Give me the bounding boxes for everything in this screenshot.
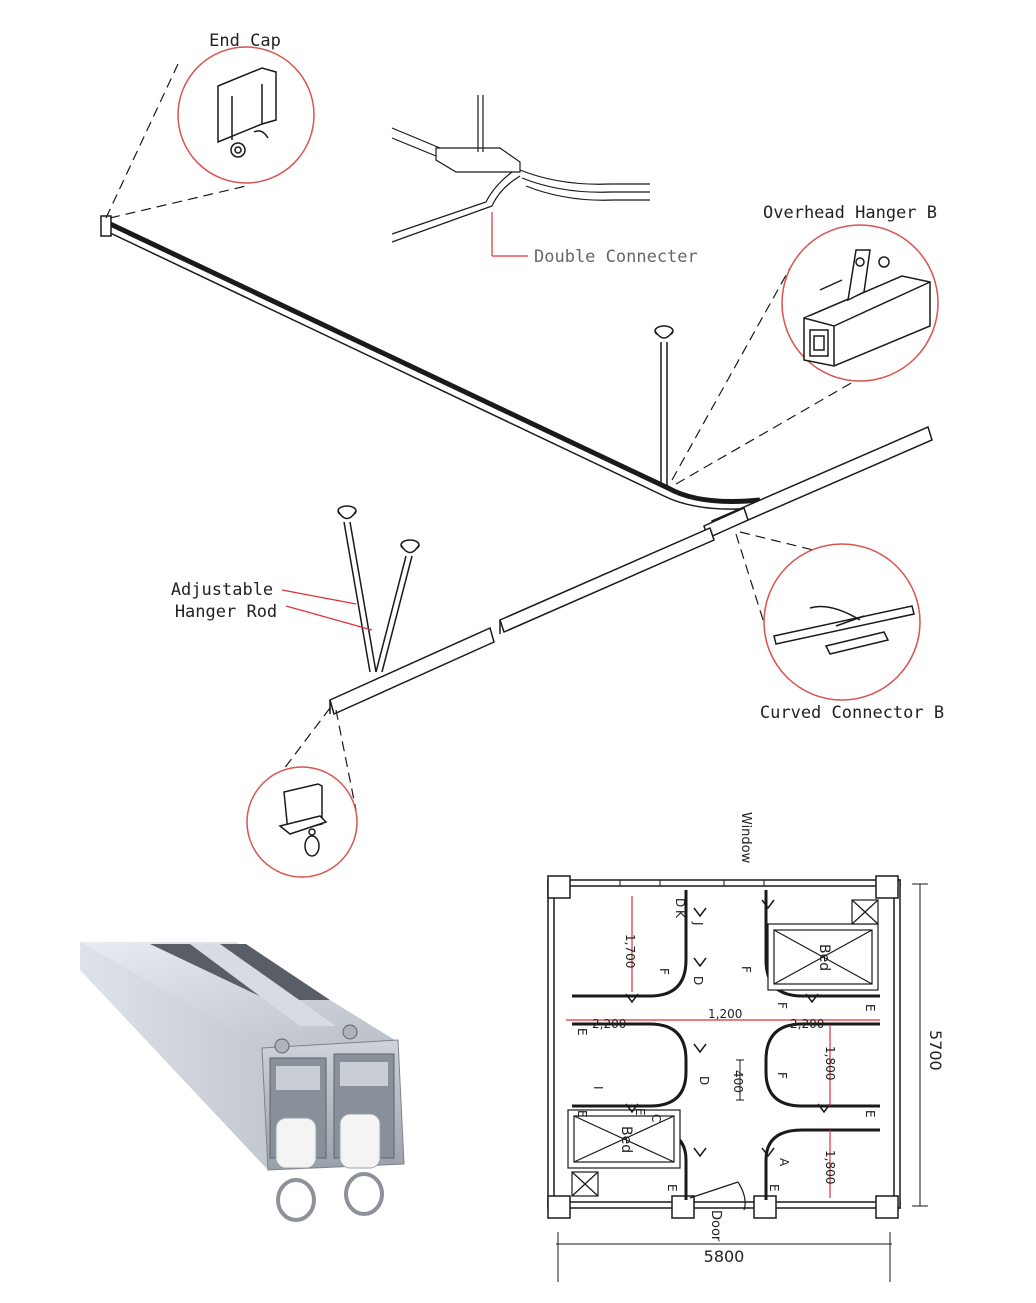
plan-letter-f2: F (739, 966, 753, 973)
floor-plan: Window Door Bed Bed 5800 5700 1,700 2,20… (547, 812, 945, 1282)
bed-label-bottom: Bed (618, 1126, 634, 1153)
plan-letter-c: C (649, 1114, 663, 1122)
end-cap-label: End Cap (209, 31, 281, 51)
curved-connector-label: Curved Connector B (760, 703, 944, 723)
adjustable-hanger-leaders (281, 589, 373, 631)
double-connecter-inset (391, 95, 650, 257)
bed-label-top: Bed (816, 944, 832, 971)
adjustable-hanger-label-1: Adjustable (171, 580, 273, 600)
plan-letter-e7: E (633, 1108, 647, 1116)
track-system (100, 215, 933, 716)
overhead-hanger-callout (781, 224, 939, 382)
callout-leaders (105, 63, 863, 811)
adjustable-hanger-label-2: Hanger Rod (175, 602, 277, 622)
main-track (104, 219, 761, 504)
plan-letter-k: K (673, 910, 687, 919)
dim-2200-right: 2,200 (790, 1017, 824, 1031)
end-cap-hook-callout (246, 766, 358, 878)
end-cap-callout (177, 46, 315, 184)
plan-letter-j: J (691, 921, 705, 926)
overhead-rod (654, 325, 674, 486)
end-cap-block (100, 215, 112, 237)
plan-letter-e3: E (863, 1110, 877, 1118)
plan-letter-f3: F (775, 1002, 789, 1009)
plan-letter-f1: F (657, 968, 671, 975)
plan-letter-a: A (777, 1158, 791, 1167)
dim-1800-upper: 1,800 (823, 1046, 837, 1080)
plan-letter-d-center: D (697, 1076, 711, 1085)
plan-letter-e2: E (863, 1004, 877, 1012)
dim-1200: 1,200 (708, 1007, 742, 1021)
plan-letter-e4: E (575, 1110, 589, 1118)
window-label: Window (738, 812, 753, 864)
plan-letter-e5: E (665, 1184, 679, 1192)
curved-connector-callout (763, 543, 921, 701)
door-label: Door (708, 1210, 723, 1242)
dim-1800-lower: 1,800 (823, 1150, 837, 1184)
plan-letter-d-mid: D (691, 976, 705, 985)
short-track (329, 626, 495, 716)
plan-letter-f4: F (775, 1072, 789, 1079)
overall-height: 5700 (926, 1030, 945, 1071)
dim-2200-left: 2,200 (592, 1017, 626, 1031)
plan-letter-d-top: D (673, 898, 687, 907)
lower-track (499, 526, 715, 634)
aluminium-track-profile (80, 942, 405, 1222)
plan-letter-i: I (591, 1086, 605, 1090)
adjustable-hanger-rods (337, 505, 420, 673)
plan-letter-e6: E (767, 1184, 781, 1192)
dim-1700: 1,700 (623, 934, 637, 968)
dim-400: 400 (731, 1070, 745, 1093)
overhead-hanger-label: Overhead Hanger B (763, 203, 937, 223)
double-connecter-label: Double Connecter (534, 247, 698, 267)
plan-letter-e1: E (575, 1028, 589, 1036)
overall-width: 5800 (704, 1247, 745, 1266)
